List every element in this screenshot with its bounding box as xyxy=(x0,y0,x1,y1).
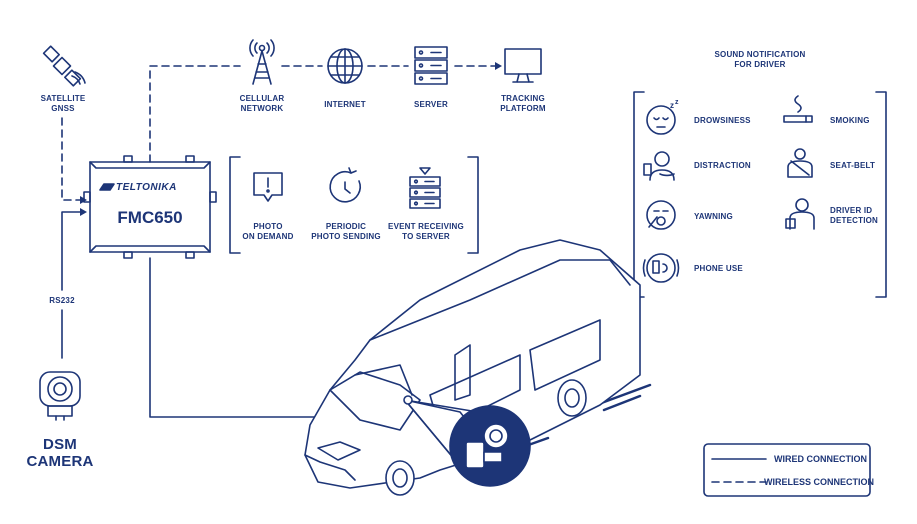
pipeline-label-internet: INTERNET xyxy=(315,100,375,110)
phone-use-icon xyxy=(642,253,680,283)
server-event-icon xyxy=(409,167,441,209)
feature-label-periodic: PERIODIC PHOTO SENDING xyxy=(306,222,386,242)
notification-label-phone-use: PHONE USE xyxy=(694,264,743,273)
fmc650-device-shape xyxy=(83,155,217,259)
pipeline-label-tracking: TRACKING PLATFORM xyxy=(490,94,556,114)
svg-text:z: z xyxy=(670,101,674,110)
pipeline-label-cellular-line2: NETWORK xyxy=(240,104,284,113)
clock-icon xyxy=(329,167,361,203)
notification-label-smoking: SMOKING xyxy=(830,116,870,125)
notification-label-yawning: YAWNING xyxy=(694,212,733,221)
distraction-icon xyxy=(643,151,675,181)
monitor-icon xyxy=(504,48,542,83)
pipeline-label-tracking-line1: TRACKING xyxy=(501,94,545,103)
device-model-label: FMC650 xyxy=(117,208,183,227)
feature-label-event: EVENT RECEIVING TO SERVER xyxy=(386,222,466,242)
features-bracket xyxy=(229,156,479,254)
notification-title-line1: SOUND NOTIFICATION xyxy=(714,50,806,59)
pipeline-label-server-line1: SERVER xyxy=(414,100,448,109)
feature-label-photo-line1: PHOTO xyxy=(253,222,283,231)
notification-title: SOUND NOTIFICATION FOR DRIVER xyxy=(706,50,814,70)
smoking-icon xyxy=(783,95,813,123)
pipeline-label-tracking-line2: PLATFORM xyxy=(500,104,546,113)
feature-label-photo: PHOTO ON DEMAND xyxy=(232,222,304,242)
yawning-icon xyxy=(646,200,676,230)
feature-label-photo-line2: ON DEMAND xyxy=(242,232,294,241)
satellite-icon xyxy=(42,45,86,87)
seat-belt-icon xyxy=(787,148,813,178)
dsm-camera-icon xyxy=(39,371,81,421)
cell-tower-icon xyxy=(249,39,275,85)
satellite-label-line1: SATELLITE xyxy=(40,94,86,103)
notification-title-line2: FOR DRIVER xyxy=(734,60,786,69)
legend-wireless-label: WIRELESS CONNECTION xyxy=(764,477,875,487)
notification-label-driver-id-line2: DETECTION xyxy=(830,216,879,225)
wireless-connections xyxy=(61,65,496,201)
pipeline-label-server: SERVER xyxy=(401,100,461,110)
notification-label-driver-id-line1: DRIVER ID xyxy=(830,206,873,215)
notification-label-drowsiness: DROWSINESS xyxy=(694,116,751,125)
notification-label-distraction: DISTRACTION xyxy=(694,161,751,170)
satellite-label-line2: GNSS xyxy=(51,104,75,113)
server-icon xyxy=(414,46,448,85)
wired-connections xyxy=(61,211,319,418)
dsm-camera-label-line2: CAMERA xyxy=(26,453,94,470)
feature-label-periodic-line2: PHOTO SENDING xyxy=(311,232,381,241)
feature-label-event-line1: EVENT RECEIVING xyxy=(388,222,464,231)
device-brand-logo: TELTONIKA xyxy=(116,182,177,193)
driver-id-icon xyxy=(785,198,815,230)
notification-label-seat-belt: SEAT-BELT xyxy=(830,161,876,170)
feature-label-event-line2: TO SERVER xyxy=(402,232,450,241)
notification-label-driver-id: DRIVER ID DETECTION xyxy=(830,206,878,226)
svg-text:z: z xyxy=(675,99,679,106)
legend-wired-label: WIRED CONNECTION xyxy=(774,454,867,464)
dsm-camera-label-line1: DSM xyxy=(43,436,77,453)
camera-zoom-view xyxy=(403,395,531,487)
pipeline-label-internet-line1: INTERNET xyxy=(324,100,366,109)
feature-label-periodic-line1: PERIODIC xyxy=(325,222,367,231)
photo-alert-icon xyxy=(253,172,283,202)
legend-box xyxy=(703,443,871,497)
dsm-camera-label: DSM CAMERA xyxy=(20,436,100,470)
globe-icon xyxy=(327,48,363,84)
drowsiness-icon: z z xyxy=(646,99,679,135)
van-outline xyxy=(304,239,641,496)
pipeline-label-cellular: CELLULAR NETWORK xyxy=(232,94,292,114)
satellite-label: SATELLITE GNSS xyxy=(32,94,94,114)
rs232-label: RS232 xyxy=(40,296,84,306)
pipeline-label-cellular-line1: CELLULAR xyxy=(239,94,285,103)
